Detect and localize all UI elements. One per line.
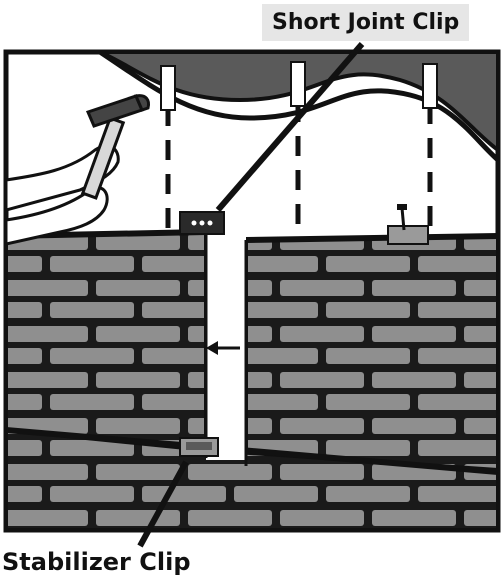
right-brick-panel <box>246 236 498 476</box>
stabilizer-clip <box>180 438 218 456</box>
short-joint-clip <box>180 212 224 234</box>
short-joint-clip-label: Short Joint Clip <box>262 4 469 41</box>
stabilizer-clip-label: Stabilizer Clip <box>2 548 191 576</box>
